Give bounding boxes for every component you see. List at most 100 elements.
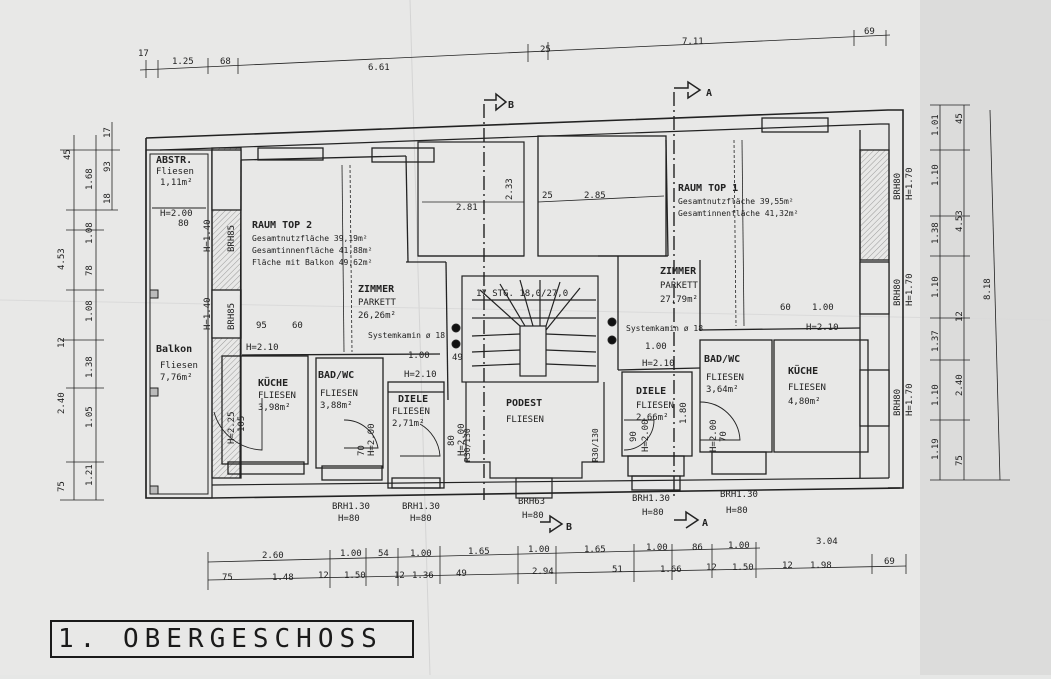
- room-line1: Gesamtnutzfläche 39,19m²: [252, 234, 368, 243]
- room-name: KÜCHE: [788, 363, 818, 377]
- room-area: 2,71m²: [392, 419, 425, 429]
- dim-label: 45: [955, 113, 965, 124]
- room-name: ZIMMER: [358, 284, 395, 295]
- opening-label: H=2.00: [160, 209, 193, 219]
- section-marker-b-top: B: [508, 100, 514, 111]
- dimension-lines: [60, 30, 1010, 590]
- dim-label: 1.00: [728, 541, 750, 551]
- dim-label: 1.37: [931, 330, 941, 352]
- dim-label: 69: [884, 557, 895, 567]
- room-kueche-right: KÜCHE FLIESEN 4,80m²: [788, 363, 826, 407]
- dim-label: 1.05: [85, 406, 95, 428]
- opening-label: H=1.70: [905, 167, 915, 200]
- dim-label: 49: [456, 569, 467, 579]
- dim-label: 93: [103, 161, 113, 172]
- room-diele-right: DIELE FLIESEN 2,66m²: [636, 386, 674, 423]
- room-area: 2,66m²: [636, 413, 669, 423]
- dim-label: 17: [103, 127, 113, 138]
- room-raum-top-2: RAUM TOP 2 Gesamtnutzfläche 39,19m² Gesa…: [252, 220, 372, 267]
- dim-label: 2.33: [505, 178, 515, 200]
- room-bad-right: BAD/WC FLIESEN 3,64m²: [704, 354, 744, 395]
- room-name: PODEST: [506, 398, 542, 409]
- room-line2: Gesamtinnenfläche 41,32m²: [678, 209, 798, 218]
- section-marker-a-top: A: [706, 88, 712, 99]
- opening-label: H=2.10: [806, 323, 839, 333]
- room-area: 4,80m²: [788, 397, 821, 407]
- room-floor: PARKETT: [660, 281, 699, 291]
- dim-label: 12: [318, 571, 329, 581]
- opening-label: 1.00: [812, 303, 834, 313]
- dim-label: 1.10: [931, 276, 941, 298]
- opening-label: H=2.00: [709, 419, 719, 452]
- opening-label: 60: [292, 321, 303, 331]
- room-kueche-left: KÜCHE FLIESEN 3,98m²: [258, 375, 296, 413]
- opening-label: BRH1.30: [720, 490, 758, 500]
- dim-label: 1.08: [85, 300, 95, 322]
- room-floor: FLIESEN: [788, 383, 826, 393]
- dim-label: 2.85: [584, 191, 606, 201]
- room-line3: Fläche mit Balkon 49,62m²: [252, 258, 372, 267]
- dim-label: 86: [692, 543, 703, 553]
- room-name: RAUM TOP 2: [252, 220, 312, 231]
- interior-walls-right: [537, 117, 890, 491]
- right-dimensions: 1.01 45 1.10 1.38 1.10 12 1.37 1.10 1.19…: [931, 113, 993, 466]
- dim-label: 2.94: [532, 567, 554, 577]
- dim-label: 1.00: [410, 549, 432, 559]
- dim-label: 75: [57, 481, 67, 492]
- opening-label: BRH1.30: [402, 502, 440, 512]
- room-name: BAD/WC: [318, 370, 354, 381]
- opening-labels: H=2.00 80 H=1.40 BRH85 H=1.40 BRH85 95 6…: [160, 167, 915, 524]
- room-name: BAD/WC: [704, 354, 740, 365]
- room-floor: PARKETT: [358, 298, 397, 308]
- opening-label: 1.00: [408, 351, 430, 361]
- dim-label: 1.66: [660, 565, 682, 575]
- opening-label: 90: [629, 431, 639, 442]
- opening-label: H=80: [522, 511, 544, 521]
- opening-label: BRH85: [227, 225, 237, 252]
- opening-label: H=2.10: [642, 359, 675, 369]
- room-area: 27,79m²: [660, 295, 698, 305]
- dim-label: 1.25: [172, 57, 194, 67]
- dim-label: 1.50: [732, 563, 754, 573]
- opening-label: BRH1.30: [632, 494, 670, 504]
- door-swings: [213, 398, 741, 457]
- section-marker-b-bottom: B: [566, 522, 572, 533]
- opening-label: H=1.70: [905, 383, 915, 416]
- opening-label: H=1.40: [203, 297, 213, 330]
- dim-label: 6.61: [368, 63, 390, 73]
- room-area: 7,76m²: [160, 373, 193, 383]
- dim-label: 12: [955, 311, 965, 322]
- opening-label: 80: [447, 435, 457, 446]
- opening-label: 95: [256, 321, 267, 331]
- stair-radius-left: R30/130: [463, 428, 472, 462]
- stair-core: [417, 141, 605, 499]
- room-name: Balkon: [156, 344, 192, 355]
- dim-label: 1.08: [85, 222, 95, 244]
- room-podest: PODEST FLIESEN: [506, 398, 544, 425]
- section-lines: [483, 92, 675, 500]
- room-diele-left: DIELE FLIESEN 2,71m²: [392, 394, 430, 429]
- room-floor: FLIESEN: [506, 415, 544, 425]
- opening-label: BRH80: [893, 279, 903, 306]
- room-area: 3,98m²: [258, 403, 291, 413]
- room-name: DIELE: [398, 394, 428, 405]
- room-name: ABSTR.: [156, 155, 192, 166]
- dim-label: 1.21: [85, 464, 95, 486]
- opening-label: 105: [237, 416, 247, 432]
- dim-label: 75: [955, 455, 965, 466]
- opening-label: 60: [780, 303, 791, 313]
- opening-label: BRH80: [893, 389, 903, 416]
- room-area: 3,88m²: [320, 401, 353, 411]
- room-floor: FLIESEN: [636, 401, 674, 411]
- opening-label: H=1.40: [203, 219, 213, 252]
- bottom-dimensions-row1: 2.60 1.00 54 1.00 1.65 1.00 1.65 1.00 86…: [262, 537, 838, 561]
- opening-label: H=80: [410, 514, 432, 524]
- dim-label: 1.19: [931, 438, 941, 460]
- opening-label: BRH63: [518, 497, 545, 507]
- room-name: ZIMMER: [660, 266, 697, 277]
- opening-label: BRH80: [893, 173, 903, 200]
- room-name: KÜCHE: [258, 375, 288, 389]
- dim-label: 1.38: [85, 356, 95, 378]
- opening-label: 70: [357, 445, 367, 456]
